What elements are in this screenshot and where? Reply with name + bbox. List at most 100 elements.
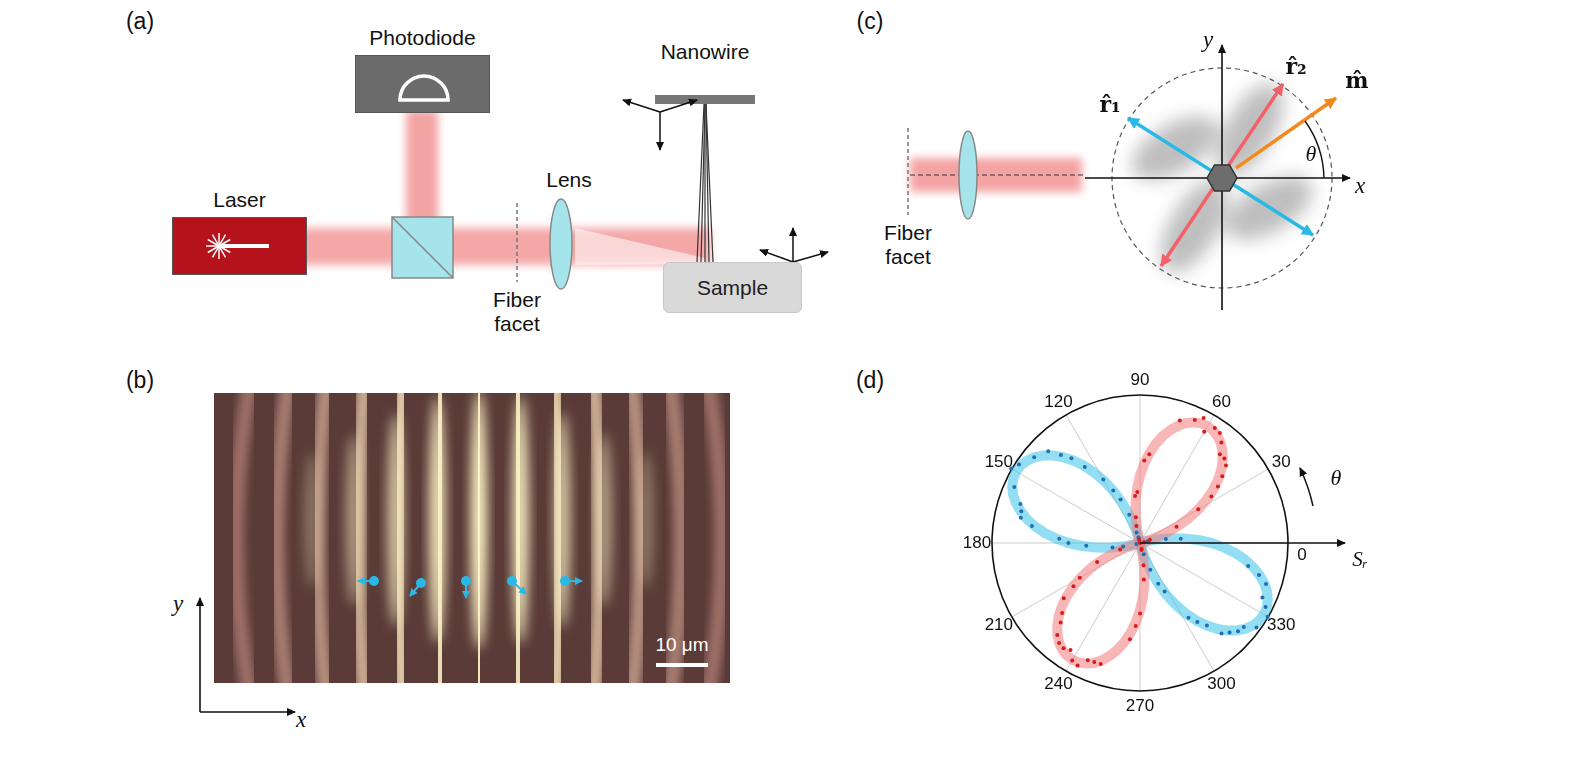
angle-tick: 210 — [985, 615, 1013, 634]
data-point — [1156, 582, 1160, 586]
data-point — [1062, 596, 1066, 600]
fit-lobe — [1136, 422, 1223, 543]
laser-box: Laser — [172, 217, 307, 275]
setup — [300, 95, 828, 289]
data-point — [1260, 596, 1264, 600]
angle-label: θ — [1306, 142, 1317, 166]
data-point — [1195, 620, 1199, 624]
geometry — [908, 45, 1350, 310]
axis-label: y — [1203, 27, 1213, 52]
data-point — [1078, 576, 1082, 580]
data-point — [1083, 465, 1087, 469]
dipole-arrows — [358, 577, 582, 598]
fringe-core — [429, 397, 445, 644]
data-point — [1257, 573, 1261, 577]
angle-tick: 90 — [1131, 371, 1150, 390]
angle-tick: 150 — [985, 452, 1013, 471]
data-point — [1219, 441, 1223, 445]
data-point — [1178, 419, 1182, 423]
data-point — [1134, 524, 1138, 528]
data-point — [1216, 484, 1220, 488]
data-point — [1179, 537, 1183, 541]
fringe-core — [471, 393, 487, 650]
part-name: Fiber facet — [487, 288, 547, 336]
data-point — [1134, 515, 1138, 519]
data-point — [1142, 552, 1146, 556]
angle-tick: 120 — [1044, 392, 1072, 411]
data-point — [1193, 418, 1197, 422]
angle-tick: 300 — [1207, 675, 1235, 694]
data-point — [1121, 545, 1125, 549]
angle-tick: 270 — [1126, 697, 1154, 716]
data-point — [1137, 538, 1141, 542]
data-point — [1099, 662, 1103, 666]
data-point — [1019, 509, 1023, 513]
axis-label: x — [296, 707, 306, 732]
data-point — [1119, 497, 1123, 501]
data-point — [1017, 462, 1021, 466]
fringe-core — [304, 452, 320, 587]
photodiode-box: Photodiode — [355, 55, 490, 113]
scale-bar — [656, 663, 708, 667]
data-point — [1057, 537, 1061, 541]
data-point — [1218, 431, 1222, 435]
data-point — [1059, 453, 1063, 457]
laser-star — [208, 246, 219, 253]
panel-label: (b) — [126, 368, 154, 393]
fringe-core — [513, 396, 529, 644]
data-point — [1084, 544, 1088, 548]
data-point — [1057, 641, 1061, 645]
axis-label: y — [173, 591, 183, 616]
data-point — [1222, 457, 1226, 461]
data-point — [1030, 524, 1034, 528]
vector-label: r̂₁ — [1099, 92, 1120, 116]
node-heading: Laser — [213, 188, 266, 212]
data-point — [1128, 637, 1132, 641]
laser-star — [213, 235, 220, 246]
data-point — [1228, 631, 1232, 635]
vector-label: r̂₂ — [1285, 54, 1306, 78]
data-point — [1072, 584, 1076, 588]
data-point — [1140, 547, 1144, 551]
data-point — [1076, 663, 1080, 667]
data-point — [1135, 531, 1139, 535]
data-point — [1086, 658, 1090, 662]
data-point — [1218, 452, 1222, 456]
data-point — [1196, 507, 1200, 511]
fit-lobe — [1012, 455, 1140, 547]
data-point — [1220, 474, 1224, 478]
data-point — [1142, 563, 1146, 567]
data-point — [1012, 485, 1016, 489]
laser-rod — [219, 244, 269, 248]
data-point — [1205, 624, 1209, 628]
data-point — [1142, 459, 1146, 463]
data-point — [1070, 658, 1074, 662]
data-point — [1069, 648, 1073, 652]
data-point — [1111, 545, 1115, 549]
data-point — [1147, 452, 1151, 456]
data-point — [1118, 548, 1122, 552]
axis-label: x — [1355, 173, 1365, 198]
fringe — [707, 393, 722, 683]
fringe-core — [596, 433, 612, 607]
angle-tick: 60 — [1212, 392, 1231, 411]
data-point — [1101, 477, 1105, 481]
fit-lobe — [1057, 543, 1144, 664]
angle-tick: 330 — [1267, 615, 1295, 634]
axis-label: Sᵣ — [1352, 548, 1368, 571]
data-point — [1032, 455, 1036, 459]
fringe-core — [554, 412, 570, 627]
data-point — [1066, 541, 1070, 545]
data-point — [1202, 430, 1206, 434]
data-point — [1092, 660, 1096, 664]
data-point — [1255, 626, 1259, 630]
data-point — [1224, 464, 1228, 468]
part-name: Lens — [546, 168, 592, 191]
part-name: Fiber facet — [878, 221, 938, 269]
angle-tick: 180 — [963, 534, 991, 553]
data-point — [1242, 625, 1246, 629]
axes-b — [200, 598, 295, 712]
fringe — [236, 393, 251, 683]
data-point — [1055, 633, 1059, 637]
